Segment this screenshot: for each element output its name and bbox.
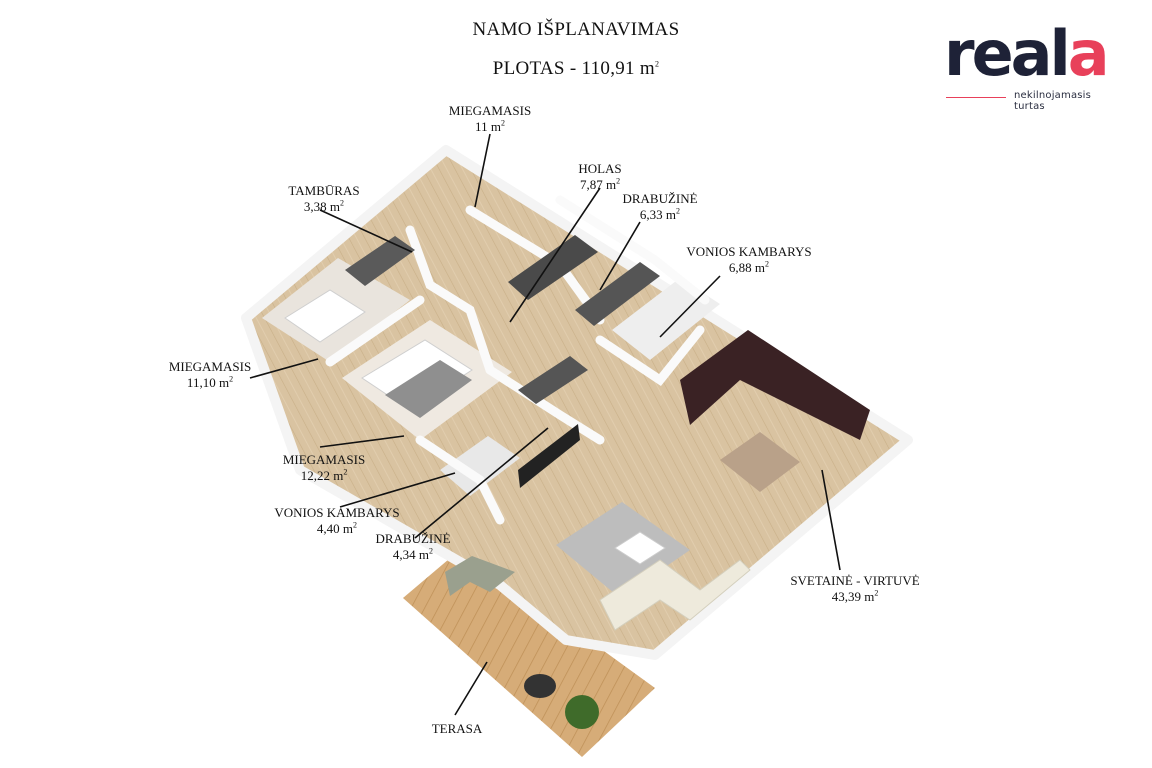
leader-drabuzine-top [599,221,641,291]
brand-tagline: nekilnojamasis turtas [1014,90,1092,112]
leader-miegamasis-left [249,358,319,379]
leader-holas [509,187,601,323]
total-area: PLOTAS - 110,91 m2 [492,58,660,79]
room-label-terasa: TERASA [431,721,483,736]
wardrobe-small [518,356,588,404]
terrace-grill [524,674,556,698]
plan-title: NAMO IŠPLANAVIMAS [472,19,680,40]
wardrobe-drabuzine [575,262,660,326]
interior-walls [325,195,710,525]
leader-terasa [454,661,488,716]
house-footprint [241,145,913,660]
sofa [599,559,751,631]
label-leader-lines [249,133,841,716]
terrace-plant [565,695,599,729]
coffee-table [614,531,666,565]
leader-drabuzine-left [414,427,549,539]
leader-vonios-right [659,275,721,338]
tv-panel [518,424,580,488]
bed-middle-blanket [385,360,472,418]
leader-svetaine [821,469,841,571]
bathroom-floor-small [440,436,520,496]
wardrobe-holas [508,235,598,300]
dining-table [720,432,800,492]
leader-miegamasis-middle [319,435,405,448]
kitchen-counter [680,330,870,440]
bathroom-floor-right [612,278,720,360]
brand-wordmark: reala [944,17,1110,90]
brand-divider [946,97,1006,98]
wardrobe-tamburas [345,236,415,286]
leader-miegamasis-top [474,133,491,208]
leader-tamburas [319,209,413,253]
terrace-chairs [445,556,515,596]
bed-left [284,289,366,343]
leader-vonios-left [339,472,456,508]
area-unit-superscript: 2 [654,59,660,69]
brand-logo: reala nekilnojamasis turtas [944,17,1124,113]
